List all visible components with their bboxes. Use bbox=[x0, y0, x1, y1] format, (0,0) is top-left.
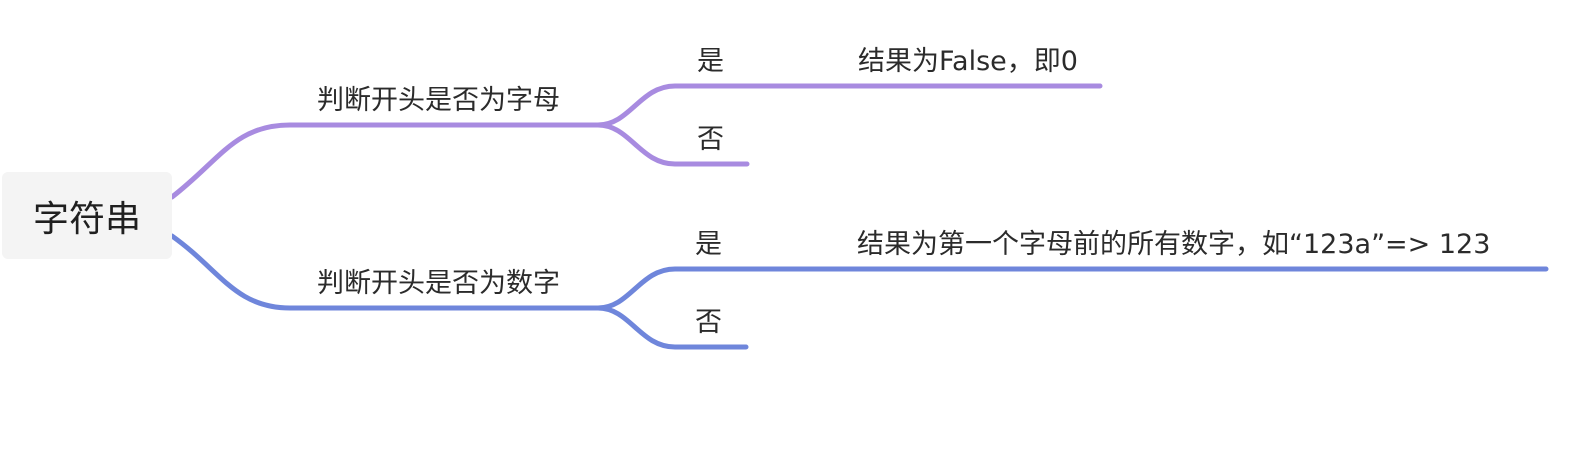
branch-letter-label[interactable]: 判断开头是否为字母 bbox=[317, 85, 560, 116]
branch-digit-yes-result[interactable]: 结果为第一个字母前的所有数字，如“123a”=> 123 bbox=[857, 229, 1491, 260]
connector-branch-digit-to-yes bbox=[595, 266, 1549, 311]
connector-root-to-branch-digit bbox=[169, 233, 601, 311]
connector-branch-digit-to-no bbox=[595, 305, 749, 350]
root-node[interactable]: 字符串 bbox=[2, 172, 172, 259]
branch-digit-label[interactable]: 判断开头是否为数字 bbox=[317, 268, 560, 299]
connector-root-to-branch-letter bbox=[169, 122, 601, 200]
root-node-label: 字符串 bbox=[32, 198, 141, 240]
branch-letter-yes-label[interactable]: 是 bbox=[697, 46, 724, 77]
branch-letter-yes-result[interactable]: 结果为False，即0 bbox=[858, 46, 1078, 77]
connector-branch-letter-to-no bbox=[595, 122, 750, 167]
connector-branch-letter-to-yes bbox=[595, 83, 1103, 128]
branch-digit-no-label[interactable]: 否 bbox=[695, 307, 722, 338]
branch-letter-no-label[interactable]: 否 bbox=[697, 124, 724, 155]
branch-digit-yes-label[interactable]: 是 bbox=[695, 229, 722, 260]
